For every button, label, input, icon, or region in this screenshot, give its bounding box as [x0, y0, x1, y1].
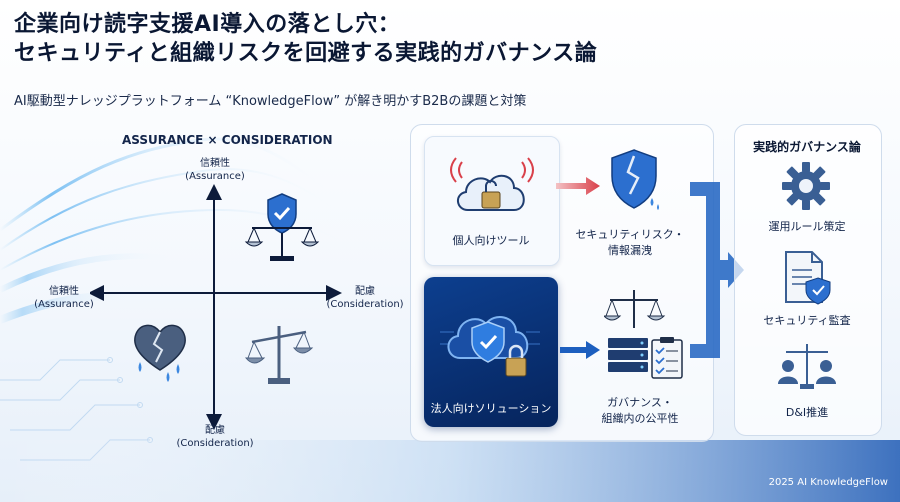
- matrix-heading: ASSURANCE × CONSIDERATION: [122, 133, 333, 147]
- cloud-shield-icon: [440, 316, 540, 377]
- background-wave-decoration: [0, 137, 900, 502]
- merge-arrow: [690, 182, 744, 358]
- left-axis-label-main: 信頼性: [49, 286, 79, 297]
- right-axis-label-main: 配慮: [355, 286, 375, 297]
- security-risk-label: セキュリティリスク・ 情報漏洩: [570, 226, 690, 258]
- top-axis-label-main: 信頼性: [200, 158, 230, 169]
- left-axis-label: 信頼性 (Assurance): [24, 285, 104, 311]
- governance-line-1: ガバナンス・: [607, 396, 673, 409]
- document-shield-icon: [785, 251, 831, 305]
- personal-tool-label: 個人向けツール: [452, 234, 530, 247]
- right-axis-label-sub: (Consideration): [326, 299, 404, 310]
- top-axis-label: 信頼性 (Assurance): [180, 157, 250, 183]
- title-line-2: セキュリティと組織リスクを回避する実践的ガバナンス論: [14, 41, 598, 66]
- left-axis-label-sub: (Assurance): [34, 299, 94, 310]
- cloud-lock-icon: [450, 157, 534, 211]
- bottom-axis-label-sub: (Consideration): [176, 438, 254, 449]
- governance-item-audit: セキュリティ監査: [763, 314, 851, 327]
- governance-line-2: 組織内の公平性: [601, 412, 679, 425]
- bottom-axis-label-main: 配慮: [205, 425, 225, 436]
- governance-label: ガバナンス・ 組織内の公平性: [580, 394, 700, 426]
- page-subtitle: AI駆動型ナレッジプラットフォーム “KnowledgeFlow” が解き明かす…: [14, 94, 527, 109]
- broken-heart-icon: [134, 324, 186, 382]
- scale-server-checklist-icon: [604, 290, 683, 379]
- enterprise-solution-label: 法人向けソリューション: [430, 402, 552, 415]
- bottom-axis-label: 配慮 (Consideration): [170, 424, 260, 450]
- blue-arrow: [560, 341, 600, 359]
- top-axis-label-sub: (Assurance): [185, 171, 245, 182]
- unbalanced-scale-icon: [244, 326, 314, 384]
- page-title: 企業向け読字支援AI導入の落とし穴： セキュリティと組織リスクを回避する実践的ガ…: [14, 10, 597, 68]
- security-risk-line-1: セキュリティリスク・: [575, 228, 685, 241]
- security-risk-line-2: 情報漏洩: [608, 244, 652, 257]
- gear-icon: [782, 162, 830, 210]
- right-axis-label: 配慮 (Consideration): [320, 285, 410, 311]
- broken-shield-icon: [611, 149, 659, 210]
- shield-scale-icon: [244, 193, 320, 261]
- footer-copyright: 2025 AI KnowledgeFlow: [768, 477, 888, 488]
- governance-heading: 実践的ガバナンス論: [753, 140, 861, 154]
- matrix-axes: [90, 184, 342, 430]
- people-scale-icon: [778, 344, 836, 389]
- governance-item-dei: D&I推進: [785, 406, 829, 419]
- governance-item-rules: 運用ルール策定: [768, 220, 846, 233]
- title-line-1: 企業向け読字支援AI導入の落とし穴：: [14, 12, 401, 37]
- red-arrow: [556, 177, 600, 195]
